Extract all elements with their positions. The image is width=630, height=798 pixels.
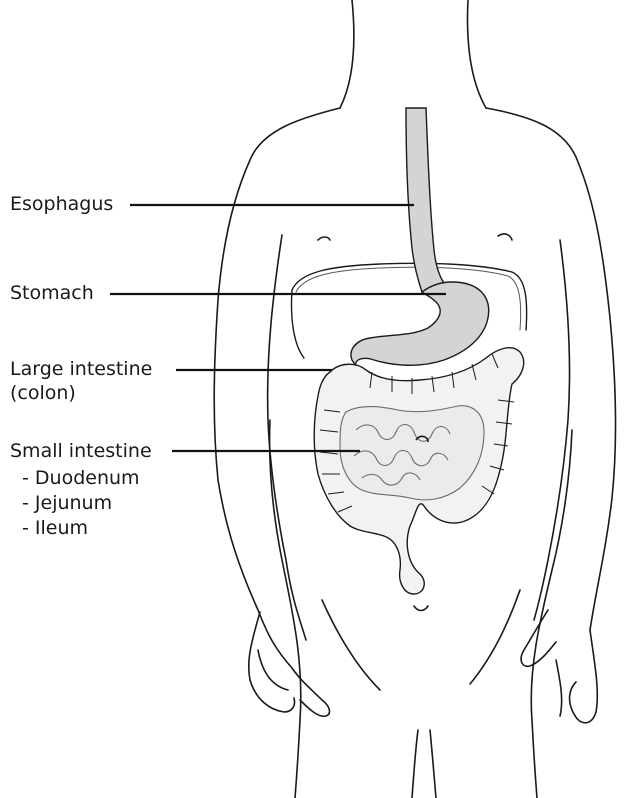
label-large-intestine: Large intestine bbox=[10, 358, 152, 381]
label-esophagus: Esophagus bbox=[10, 193, 113, 216]
label-stomach: Stomach bbox=[10, 282, 94, 305]
chest-mark-left bbox=[318, 237, 330, 240]
hip-crease bbox=[322, 590, 520, 690]
chest-mark-right bbox=[498, 234, 512, 240]
label-duodenum: - Duodenum bbox=[22, 466, 140, 491]
label-jejunum: - Jejunum bbox=[22, 491, 112, 516]
navel bbox=[414, 606, 428, 611]
label-ileum: - Ileum bbox=[22, 516, 88, 541]
label-small-intestine: Small intestine bbox=[10, 440, 152, 463]
left-inner-arm bbox=[268, 235, 306, 640]
label-colon: (colon) bbox=[10, 382, 76, 405]
small-intestine-shape bbox=[340, 406, 484, 500]
neck-right-outline bbox=[468, 0, 486, 108]
neck-left-outline bbox=[340, 0, 354, 108]
leg-inner-left bbox=[412, 730, 418, 798]
right-inner-arm bbox=[534, 240, 570, 620]
right-torso-side bbox=[531, 430, 572, 798]
leg-inner-right bbox=[430, 730, 436, 798]
esophagus-shape bbox=[406, 108, 446, 292]
